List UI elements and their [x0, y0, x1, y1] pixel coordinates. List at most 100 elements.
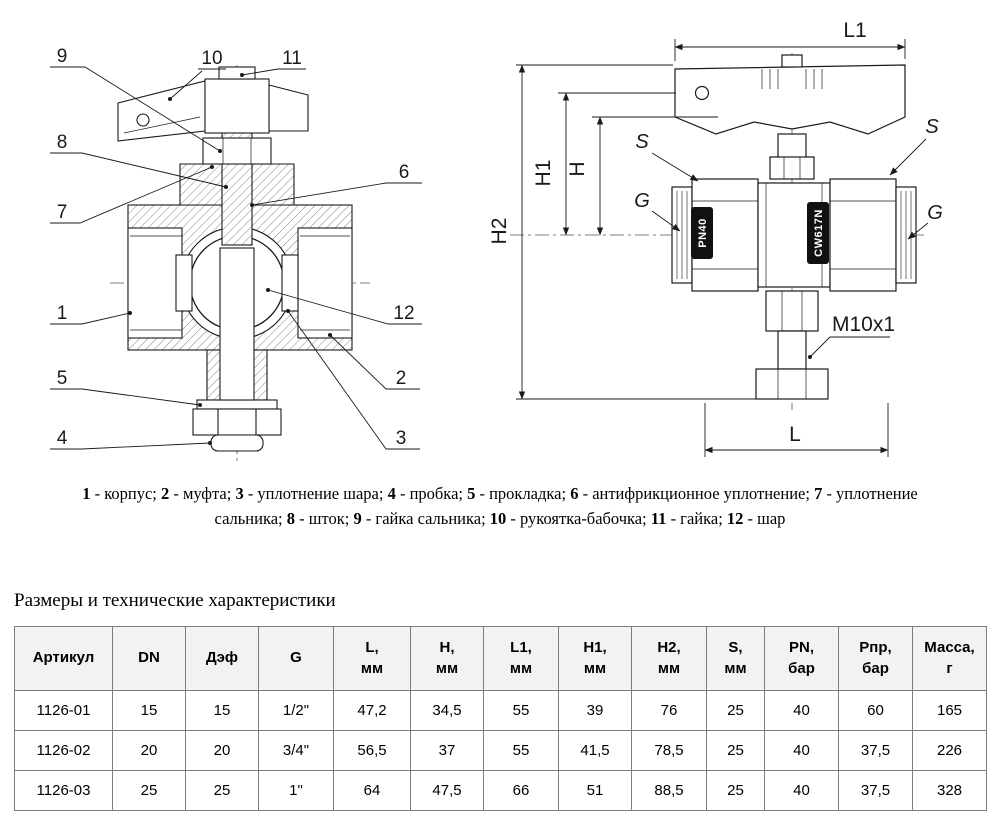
table-cell: 56,5: [333, 730, 411, 771]
packing-gland-nut: [202, 137, 272, 165]
column-header: H2, мм: [631, 626, 707, 691]
table-cell: 78,5: [631, 730, 707, 771]
table-cell: 47,2: [333, 690, 411, 731]
dim-label-h1: H1: [532, 160, 555, 187]
callout-1: 1: [50, 303, 132, 325]
callout-5-number: 5: [57, 368, 68, 389]
table-cell: 47,5: [410, 770, 484, 811]
right-seat: [281, 254, 299, 312]
dim-g-left: G: [634, 190, 681, 232]
table-cell: 25: [706, 770, 765, 811]
callout-5: 5: [50, 368, 202, 407]
bottom-connection: [755, 290, 829, 400]
legend-item-number: 10: [489, 508, 507, 528]
dim-h1: H1: [532, 92, 676, 236]
column-header: H, мм: [410, 626, 484, 691]
legend-item-number: 7: [814, 484, 823, 503]
dim-label-g-right: G: [927, 202, 943, 224]
table-cell: 41,5: [558, 730, 632, 771]
callout-3: 3: [286, 309, 420, 450]
dim-label-l1: L1: [843, 19, 866, 42]
dim-l: L: [704, 403, 889, 457]
table-cell: 55: [483, 730, 559, 771]
drawings-area: 9 10 11 8 7: [50, 19, 943, 465]
dim-s-left: S: [635, 131, 699, 182]
callout-10: 10: [168, 48, 226, 101]
handle-screw-hole: [694, 85, 710, 101]
callout-9-number: 9: [57, 46, 68, 67]
right-port: [297, 227, 353, 339]
legend-item-number: 4: [387, 484, 396, 503]
dim-g-right: G: [907, 202, 943, 240]
dim-label-s-right: S: [925, 116, 939, 138]
callouts: 9 10 11 8 7: [50, 46, 422, 450]
column-header: H1, мм: [558, 626, 632, 691]
table-cell: 40: [764, 690, 839, 731]
column-header: L1, мм: [483, 626, 559, 691]
table-cell: 328: [912, 770, 987, 811]
legend-item-number: 5: [467, 484, 476, 503]
callout-12-number: 12: [393, 303, 414, 324]
callout-11-number: 11: [282, 48, 302, 69]
callout-11: 11: [240, 48, 306, 77]
callout-2: 2: [328, 333, 420, 390]
callout-6: 6: [250, 162, 422, 207]
valve-section-view-drawing: 9 10 11 8 7: [50, 46, 422, 465]
handle-screw-hole: [136, 113, 150, 127]
dim-label-g-left: G: [634, 190, 650, 212]
callout-3-number: 3: [396, 428, 407, 449]
column-header: PN, бар: [764, 626, 839, 691]
legend-item-number: 9: [353, 508, 362, 528]
table-cell: 39: [558, 690, 632, 731]
dim-s-right: S: [889, 116, 939, 176]
butterfly-handle: [674, 54, 906, 135]
table-cell: 25: [706, 730, 765, 771]
dim-label-l: L: [789, 423, 801, 446]
column-header: Рпр, бар: [838, 626, 913, 691]
callout-2-number: 2: [396, 368, 407, 389]
column-header: DN: [112, 626, 186, 691]
callout-10-number: 10: [201, 48, 222, 69]
pn-marking-badge: PN40: [691, 207, 713, 259]
legend-item-number: 6: [570, 484, 579, 503]
legend-item-number: 11: [650, 508, 667, 528]
callout-8-number: 8: [57, 132, 68, 153]
callout-6-number: 6: [399, 162, 410, 183]
table-cell: 64: [333, 770, 411, 811]
table-cell: 76: [631, 690, 707, 731]
alloy-marking-badge: CW617N: [807, 202, 829, 264]
table-cell: 20: [112, 730, 186, 771]
callout-9: 9: [50, 46, 222, 153]
column-header: Артикул: [14, 626, 113, 691]
ball-port-channel: [219, 247, 255, 401]
table-cell: 1": [258, 770, 334, 811]
valve-dimension-view-drawing: PN40 CW617N: [488, 19, 943, 457]
table-cell: 3/4": [258, 730, 334, 771]
callout-1-number: 1: [57, 303, 68, 324]
legend-item-number: 1: [82, 484, 91, 503]
callout-12: 12: [266, 288, 422, 325]
callout-4: 4: [50, 428, 212, 450]
table-cell: 60: [838, 690, 913, 731]
legend-item-number: 12: [726, 508, 744, 528]
dim-h2: H2: [488, 64, 756, 400]
legend-item-number: 2: [161, 484, 170, 503]
table-cell: 25: [706, 690, 765, 731]
table-cell: 1126-02: [14, 730, 113, 771]
left-port: [127, 227, 183, 339]
table-cell: 66: [483, 770, 559, 811]
column-header: G: [258, 626, 334, 691]
butterfly-handle: [117, 66, 309, 142]
stem-and-gland: [769, 133, 815, 180]
table-cell: 51: [558, 770, 632, 811]
callout-7: 7: [50, 165, 214, 224]
table-cell: 37,5: [838, 730, 913, 771]
parts-legend: 1 - корпус; 2 - муфта; 3 - уплотнение ша…: [82, 484, 918, 528]
left-seat: [175, 254, 193, 312]
